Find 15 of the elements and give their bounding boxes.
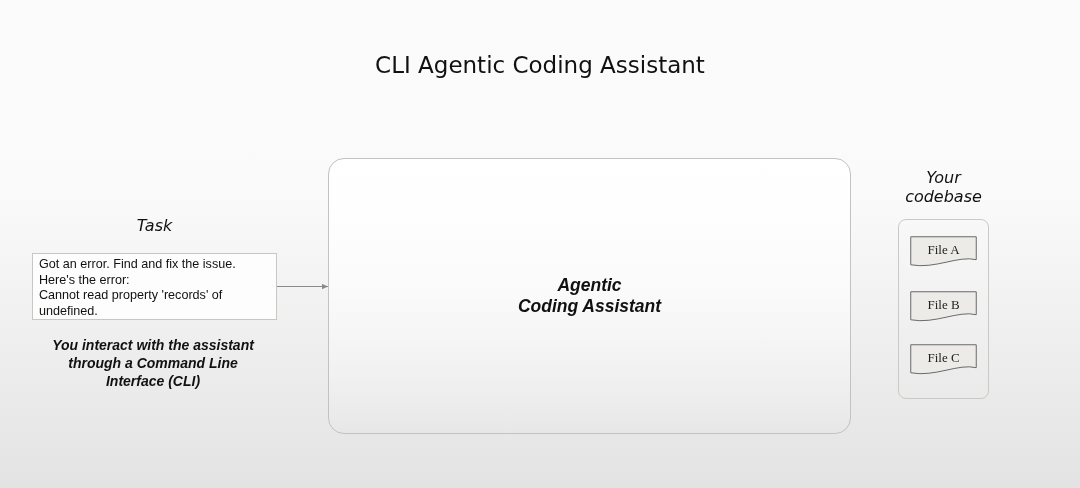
file-document (910, 344, 977, 376)
assistant-box (328, 158, 851, 434)
box-title: Agentic Coding Assistant (517, 275, 662, 317)
note-text: You interact with the assistant through a Command Line Interface (CLI) (51, 336, 256, 390)
file-document (910, 236, 977, 268)
heading: Task (135, 216, 174, 235)
task-text: Cannot read property 'records' of undefined. (39, 288, 224, 319)
diagram-title: CLI Agentic Coding Assistant (374, 52, 706, 78)
file-name: File B (926, 297, 961, 313)
task-text: Got an error. Find and fix the issue. Here's the error: (39, 257, 237, 288)
file-name: File A (926, 242, 961, 258)
heading: Your codebase (904, 168, 983, 206)
arrow (276, 283, 329, 290)
file-document (910, 291, 977, 323)
file-name: File C (926, 350, 961, 366)
